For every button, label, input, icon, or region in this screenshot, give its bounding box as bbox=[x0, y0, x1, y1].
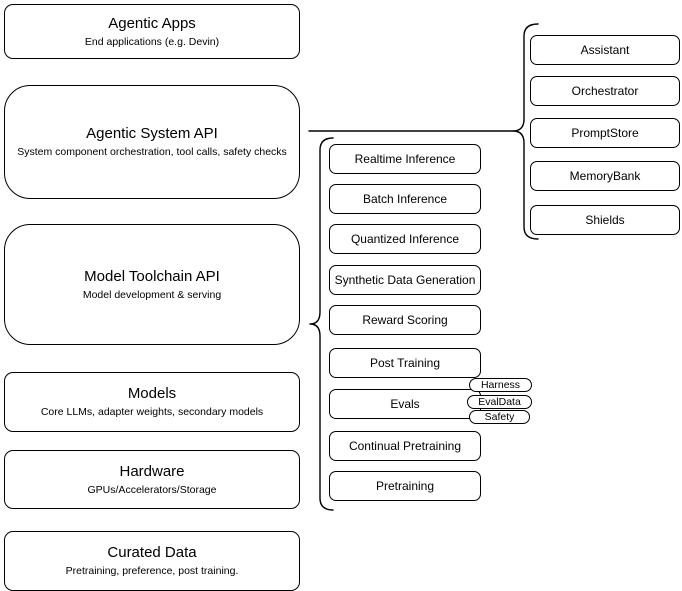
system-component-memorybank: MemoryBank bbox=[530, 161, 680, 191]
layer-box-agentic-apps: Agentic Apps End applications (e.g. Devi… bbox=[4, 4, 300, 59]
layer-subtitle: Core LLMs, adapter weights, secondary mo… bbox=[40, 406, 264, 418]
system-component-assistant: Assistant bbox=[530, 35, 680, 65]
layer-subtitle: GPUs/Accelerators/Storage bbox=[87, 483, 217, 496]
layer-subtitle: End applications (e.g. Devin) bbox=[84, 35, 220, 48]
layer-title: Agentic System API bbox=[86, 125, 218, 142]
evals-badge-harness: Harness bbox=[469, 378, 532, 392]
layer-title: Curated Data bbox=[107, 544, 197, 561]
layer-box-hardware: Hardware GPUs/Accelerators/Storage bbox=[4, 450, 300, 509]
toolchain-component-reward-scoring: Reward Scoring bbox=[329, 305, 481, 335]
toolchain-component-post-training: Post Training bbox=[329, 348, 481, 378]
toolchain-component-realtime-inference: Realtime Inference bbox=[329, 144, 481, 174]
layer-box-curated-data: Curated Data Pretraining, preference, po… bbox=[4, 531, 300, 591]
system-component-promptstore: PromptStore bbox=[530, 118, 680, 148]
layer-box-agentic-system-api: Agentic System API System component orch… bbox=[4, 85, 300, 199]
toolchain-component-pretraining: Pretraining bbox=[329, 471, 481, 501]
evals-badge-safety: Safety bbox=[469, 410, 530, 424]
layer-title: Models bbox=[127, 385, 177, 402]
layer-box-model-toolchain-api: Model Toolchain API Model development & … bbox=[4, 224, 300, 345]
layer-subtitle: System component orchestration, tool cal… bbox=[17, 146, 287, 158]
layer-box-models: Models Core LLMs, adapter weights, secon… bbox=[4, 372, 300, 432]
system-component-orchestrator: Orchestrator bbox=[530, 76, 680, 106]
toolchain-component-synthetic-data-generation: Synthetic Data Generation bbox=[329, 265, 481, 295]
layer-title: Agentic Apps bbox=[108, 14, 196, 32]
toolchain-component-continual-pretraining: Continual Pretraining bbox=[329, 431, 481, 461]
layer-title: Hardware bbox=[119, 462, 185, 480]
evals-badge-evaldata: EvalData bbox=[467, 395, 532, 409]
layer-subtitle: Pretraining, preference, post training. bbox=[65, 565, 239, 577]
toolchain-component-evals: Evals bbox=[329, 389, 481, 419]
toolchain-component-quantized-inference: Quantized Inference bbox=[329, 224, 481, 254]
system-component-shields: Shields bbox=[530, 205, 680, 235]
toolchain-component-batch-inference: Batch Inference bbox=[329, 184, 481, 214]
layer-title: Model Toolchain API bbox=[84, 267, 220, 285]
layer-subtitle: Model development & serving bbox=[82, 288, 222, 301]
